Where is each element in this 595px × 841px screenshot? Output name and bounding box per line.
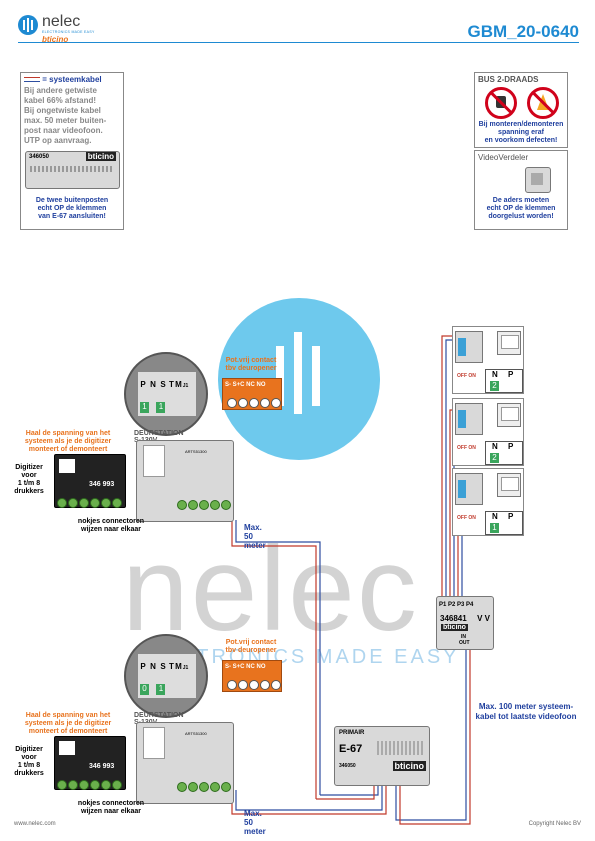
system-cable-notes: Bij andere getwiste kabel 66% afstand! B… [24, 86, 107, 145]
monitor-1-terminals [455, 331, 483, 363]
bus-title: BUS 2-DRAADS [478, 75, 539, 84]
module-brand: bticino [85, 152, 116, 161]
monitor-address: 2 [490, 381, 499, 391]
door-opener-terminal-block: S- S+C NC NO [222, 660, 282, 692]
power-supply-e67: PRIMAIR E-67 346050 bticino [334, 726, 430, 786]
cable-length-label: Max. 50 meter [244, 523, 266, 550]
monitor-2: OFF ON N P 2 [452, 398, 524, 466]
monitor-3-switch: OFF ON [457, 515, 476, 521]
brand-tagline: ELECTRONICS MADE EASY [42, 30, 95, 34]
power-supply-code: 346050 [339, 763, 356, 769]
terminal-labels: S- S+C NC NO [225, 382, 266, 388]
header-rule [18, 42, 579, 43]
nelec-logo-icon [18, 15, 38, 35]
system-cable-caption: De twee buitenposten echt OP de klemmen … [35, 197, 109, 220]
door-station-unit: ARTS51300 [136, 440, 234, 522]
digitizer-code: 346 993 [89, 763, 115, 770]
footer-copyright: Copyright Nelec BV [528, 821, 581, 827]
contact-title: Pot.vrij contact tbv deuropener [225, 639, 277, 654]
partner-logo: bticino [42, 35, 69, 44]
brand-name: nelec [42, 13, 81, 30]
station-article: ARTS51300 [185, 731, 207, 736]
distributor-brand: bticino [441, 624, 468, 631]
dip-value: 1 [156, 684, 166, 695]
document-code: GBM_20-0640 [467, 22, 579, 41]
monitor-2-terminals [455, 403, 483, 435]
monitor-1-screen [497, 331, 521, 355]
video-distributor-title: VideoVerdeler [478, 153, 529, 162]
monitor-3: OFF ON N P 1 [452, 468, 524, 536]
np-label-p: P [508, 442, 514, 451]
watermark-text: nelec [122, 522, 419, 656]
monitor-1-switch: OFF ON [457, 373, 476, 379]
distributor-vv: V V [477, 614, 490, 623]
digitizer-code: 346 993 [89, 481, 115, 488]
contact-title: Pot.vrij contact tbv deuropener [225, 357, 277, 372]
voltage-warning: Haal de spanning van het systeem als je … [24, 430, 112, 453]
monitor-2-screen [497, 403, 521, 427]
video-distributor-panel: VideoVerdeler De aders moeten echt OP de… [474, 150, 568, 230]
power-supply-brand: bticino [392, 761, 426, 771]
connector-note: nokjes connectoren wijzen naar elkaar [77, 518, 145, 533]
digitizer-module: 346 993 [54, 736, 126, 790]
bus-caption: Bij monteren/demonteren spanning eraf en… [478, 121, 564, 144]
np-label-n: N [492, 370, 498, 379]
watermark-tagline: ELECTRONICS MADE EASY [132, 646, 460, 668]
terminal-labels: S- S+C NC NO [225, 664, 266, 670]
no-electricity-icon [527, 87, 559, 119]
module-code: 346050 [29, 154, 50, 160]
cable-legend-icon [24, 77, 40, 83]
distributor-in: IN [461, 634, 466, 640]
system-cable-legend: = systeemkabel [24, 75, 102, 84]
distributor-code: 346841 [440, 614, 467, 623]
video-distributor-caption: De aders moeten echt OP de klemmen doorg… [486, 197, 556, 220]
distributor-out: OUT [459, 640, 470, 646]
np-label-p: P [508, 512, 514, 521]
np-label-n: N [492, 512, 498, 521]
power-primary-label: PRIMAIR [339, 730, 365, 736]
footer-website[interactable]: www.nelec.com [14, 821, 56, 827]
cable-length-label: Max. 50 meter [244, 809, 266, 836]
system-cable-panel: = systeemkabel Bij andere getwiste kabel… [20, 72, 124, 230]
video-distributor: P1 P2 P3 P4 346841 V V bticino IN OUT [436, 596, 494, 650]
door-opener-terminal-block: S- S+C NC NO [222, 378, 282, 410]
monitor-3-screen [497, 473, 521, 497]
np-label-n: N [492, 442, 498, 451]
digitizer-label: Digitizer voor 1 t/m 8 drukkers [14, 746, 44, 777]
no-unplug-icon [485, 87, 517, 119]
monitor-address: 2 [490, 453, 499, 463]
watermark-circle [218, 298, 380, 460]
digitizer-label: Digitizer voor 1 t/m 8 drukkers [14, 464, 44, 495]
monitor-2-switch: OFF ON [457, 445, 476, 451]
distributor-ports: P1 P2 P3 P4 [439, 602, 474, 608]
bus-panel: BUS 2-DRAADS Bij monteren/demonteren spa… [474, 72, 568, 148]
np-label-p: P [508, 370, 514, 379]
digitizer-module: 346 993 [54, 454, 126, 508]
dip-value: 1 [140, 402, 149, 413]
dip-value: 0 [140, 684, 149, 695]
monitor-address: 1 [490, 523, 499, 533]
station-article: ARTS51300 [185, 449, 207, 454]
power-supply-name: E-67 [339, 743, 363, 755]
door-station-unit: ARTS51300 [136, 722, 234, 804]
distributor-thumbnail [525, 167, 551, 193]
voltage-warning: Haal de spanning van het systeem als je … [24, 712, 112, 735]
nelec-logo: nelec ELECTRONICS MADE EASY bticino [18, 13, 118, 46]
e67-module-thumbnail: 346050 bticino [25, 151, 120, 189]
monitor-3-terminals [455, 473, 483, 505]
system-cable-length-note: Max. 100 meter systeem- kabel tot laatst… [475, 702, 577, 721]
connector-note: nokjes connectoren wijzen naar elkaar [77, 800, 145, 815]
dip-value: 1 [156, 402, 166, 413]
monitor-1: OFF ON N P 2 [452, 326, 524, 394]
